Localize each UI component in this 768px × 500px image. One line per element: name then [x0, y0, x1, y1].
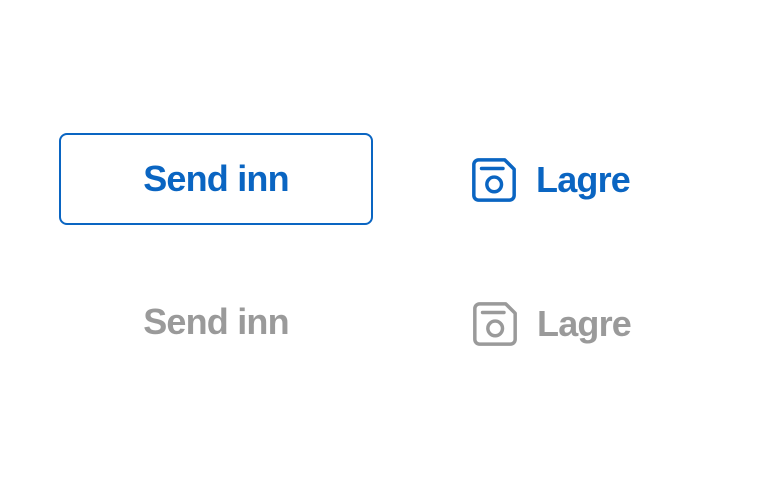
- send-inn-button[interactable]: Send inn: [59, 133, 373, 225]
- lagre-button[interactable]: Lagre: [472, 158, 631, 202]
- floppy-disk-icon: [472, 158, 516, 202]
- lagre-disabled-label: Lagre: [537, 303, 632, 344]
- send-inn-button-disabled: Send inn: [59, 276, 373, 368]
- lagre-button-disabled: Lagre: [473, 302, 632, 346]
- send-inn-button-label: Send inn: [143, 158, 289, 199]
- send-inn-disabled-label: Send inn: [143, 301, 289, 342]
- lagre-button-label: Lagre: [536, 159, 631, 200]
- floppy-disk-icon: [473, 302, 517, 346]
